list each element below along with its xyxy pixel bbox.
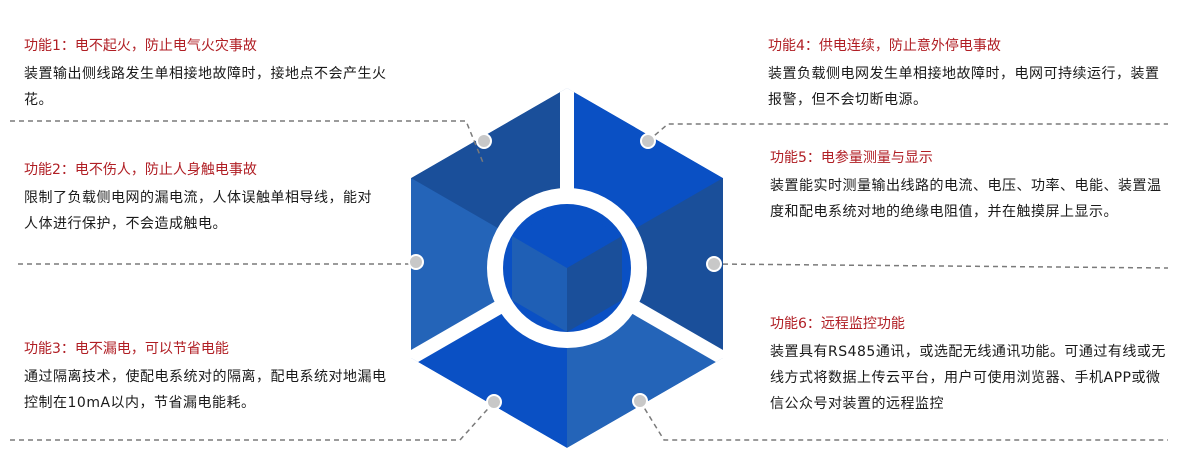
feature-5: 功能5：电参量测量与显示 装置能实时测量输出线路的电流、电压、功率、电能、装置温… — [770, 148, 1170, 225]
connector-5 — [713, 263, 1169, 269]
connector-1 — [10, 120, 485, 166]
feature-1-title: 功能1：电不起火，防止电气火灾事故 — [24, 38, 257, 54]
feature-3-desc: 通过隔离技术，使配电系统对的隔离，配电系统对地漏电控制在10mA以内，节省漏电能… — [24, 369, 387, 411]
feature-6-title: 功能6：远程监控功能 — [770, 316, 905, 332]
node-dot-5 — [706, 256, 722, 272]
node-dot-3 — [486, 394, 502, 410]
feature-6: 功能6：远程监控功能 装置具有RS485通讯，或选配无线通讯功能。可通过有线或无… — [770, 314, 1170, 417]
feature-5-title: 功能5：电参量测量与显示 — [770, 150, 933, 166]
node-dot-4 — [640, 133, 656, 149]
connector-4 — [647, 123, 1168, 142]
feature-4-title: 功能4：供电连续，防止意外停电事故 — [768, 38, 1001, 54]
node-dot-1 — [476, 133, 492, 149]
feature-4-desc: 装置负载侧电网发生单相接地故障时，电网可持续运行，装置报警，但不会切断电源。 — [768, 66, 1160, 108]
connector-3 — [10, 401, 495, 441]
feature-5-desc: 装置能实时测量输出线路的电流、电压、功率、电能、装置温度和配电系统对地的绝缘电阻… — [770, 178, 1162, 220]
feature-2-desc: 限制了负载侧电网的漏电流，人体误触单相导线，能对人体进行保护，不会造成触电。 — [24, 190, 372, 232]
connector-6 — [639, 400, 1168, 441]
connector-nodes — [408, 133, 722, 410]
feature-2: 功能2：电不伤人，防止人身触电事故 限制了负载侧电网的漏电流，人体误触单相导线，… — [24, 160, 384, 237]
feature-1: 功能1：电不起火，防止电气火灾事故 装置输出侧线路发生单相接地故障时，接地点不会… — [24, 36, 414, 113]
feature-4: 功能4：供电连续，防止意外停电事故 装置负载侧电网发生单相接地故障时，电网可持续… — [768, 36, 1168, 113]
feature-1-desc: 装置输出侧线路发生单相接地故障时，接地点不会产生火花。 — [24, 66, 387, 108]
feature-6-desc: 装置具有RS485通讯，或选配无线通讯功能。可通过有线或无线方式将数据上传云平台… — [770, 344, 1166, 412]
feature-3: 功能3：电不漏电，可以节省电能 通过隔离技术，使配电系统对的隔离，配电系统对地漏… — [24, 339, 394, 416]
feature-3-title: 功能3：电不漏电，可以节省电能 — [24, 341, 229, 357]
center-cube — [503, 204, 631, 332]
connectors — [10, 120, 1169, 441]
cube-left-face — [512, 236, 567, 332]
node-dot-2 — [408, 254, 424, 270]
cube-right-face — [567, 236, 622, 332]
node-dot-6 — [632, 393, 648, 409]
feature-2-title: 功能2：电不伤人，防止人身触电事故 — [24, 162, 257, 178]
